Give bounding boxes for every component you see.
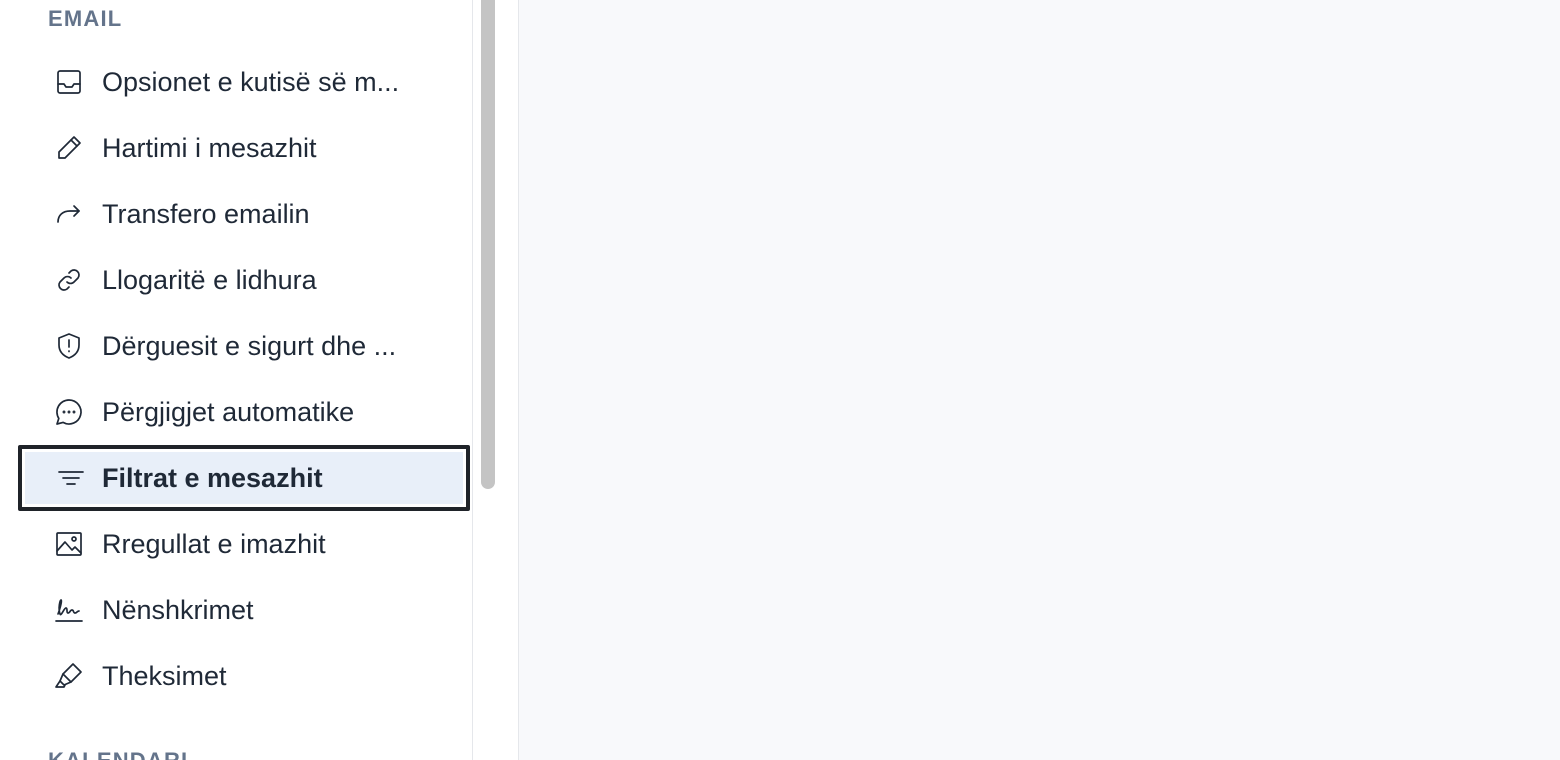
- section-heading-calendar: KALENDARI: [48, 748, 188, 760]
- inbox-icon: [52, 65, 86, 99]
- nav-item-label: Rregullat e imazhit: [102, 528, 326, 559]
- highlighter-icon: [52, 659, 86, 693]
- nav-item-label: Llogaritë e lidhura: [102, 264, 317, 295]
- signature-icon: [52, 593, 86, 627]
- nav-item-label: Theksimet: [102, 660, 227, 691]
- settings-sidebar: EMAIL Opsionet e kutisë së m... Hartimi …: [0, 0, 472, 760]
- image-icon: [52, 527, 86, 561]
- shield-alert-icon: [52, 329, 86, 363]
- nav-item-label: Dërguesit e sigurt dhe ...: [102, 330, 397, 361]
- nav-item-linked-accounts[interactable]: Llogaritë e lidhura: [20, 247, 468, 313]
- sidebar-divider: [472, 0, 473, 760]
- link-icon: [52, 263, 86, 297]
- nav-item-safe-senders[interactable]: Dërguesit e sigurt dhe ...: [20, 313, 468, 379]
- settings-content-pane: [519, 0, 1560, 760]
- section-heading-email: EMAIL: [48, 6, 123, 31]
- nav-item-image-settings[interactable]: Rregullat e imazhit: [20, 511, 468, 577]
- nav-item-signatures[interactable]: Nënshkrimet: [20, 577, 468, 643]
- nav-item-forwarding[interactable]: Transfero emailin: [20, 181, 468, 247]
- nav-item-auto-replies[interactable]: Përgjigjet automatike: [20, 379, 468, 445]
- content-divider: [518, 0, 519, 760]
- nav-item-mailbox-options[interactable]: Opsionet e kutisë së m...: [20, 49, 468, 115]
- nav-item-label: Nënshkrimet: [102, 594, 254, 625]
- filter-lines-icon: [54, 461, 88, 495]
- forward-arrow-icon: [52, 197, 86, 231]
- nav-item-message-filters[interactable]: Filtrat e mesazhit: [18, 445, 470, 511]
- nav-item-label: Transfero emailin: [102, 198, 310, 229]
- nav-item-label: Opsionet e kutisë së m...: [102, 66, 400, 97]
- nav-item-label: Përgjigjet automatike: [102, 396, 355, 427]
- nav-item-highlights[interactable]: Theksimet: [20, 643, 468, 709]
- nav-item-compose[interactable]: Hartimi i mesazhit: [20, 115, 468, 181]
- sidebar-scrollbar[interactable]: [473, 0, 501, 760]
- nav-item-label: Filtrat e mesazhit: [102, 462, 323, 493]
- email-settings-nav: Opsionet e kutisë së m... Hartimi i mesa…: [18, 49, 470, 709]
- scrollbar-thumb[interactable]: [481, 0, 495, 489]
- pencil-icon: [52, 131, 86, 165]
- chat-bubble-icon: [52, 395, 86, 429]
- nav-item-label: Hartimi i mesazhit: [102, 132, 317, 163]
